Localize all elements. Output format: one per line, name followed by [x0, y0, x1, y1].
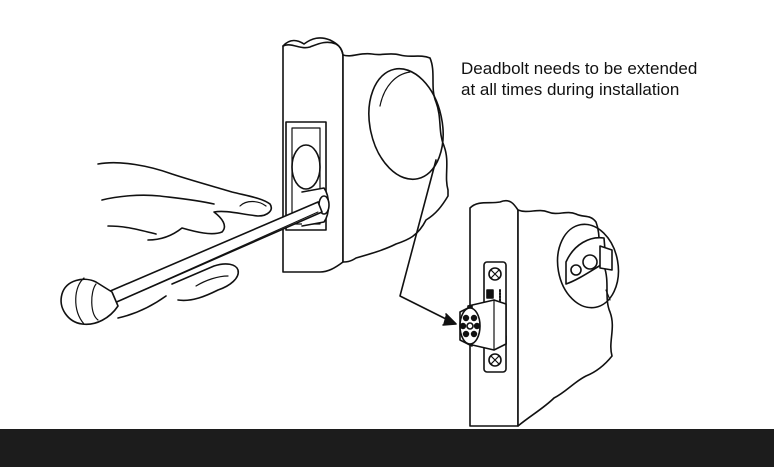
door-edge-left	[282, 37, 449, 273]
deadbolt-latch-icon	[459, 261, 507, 373]
caption-line-1: Deadbolt needs to be extended	[461, 59, 698, 78]
arrow-icon	[399, 159, 457, 326]
footer-bar	[0, 429, 774, 467]
caption-line-2: at all times during installation	[461, 80, 680, 99]
installation-caption: Deadbolt needs to be extended at all tim…	[461, 58, 697, 100]
screwdriver-icon	[60, 201, 323, 326]
hand-icon	[97, 161, 273, 319]
